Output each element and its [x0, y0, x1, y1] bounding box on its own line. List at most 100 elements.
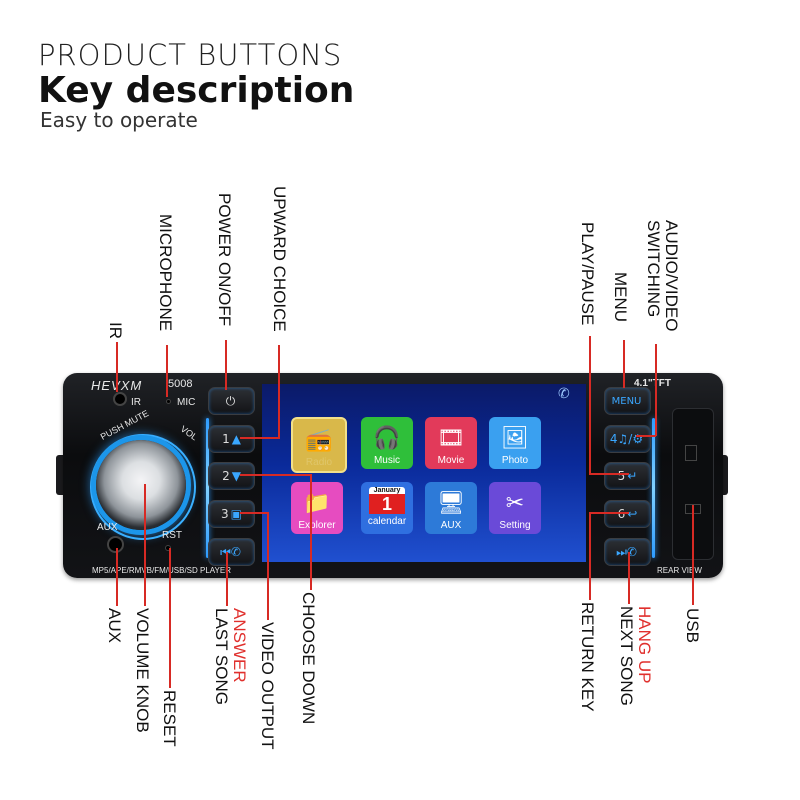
- right-blue-edge: [652, 418, 655, 558]
- pointer-down-v: [310, 474, 312, 590]
- app-photo[interactable]: 🖼Photo: [489, 417, 541, 469]
- left-mount-tab: [56, 455, 66, 495]
- app-calendar-label: calendar: [367, 516, 407, 527]
- calendar-day: 1: [369, 494, 405, 514]
- enter-icon: ↵: [627, 469, 638, 483]
- app-explorer[interactable]: 📁 Explorer: [291, 482, 343, 534]
- power-icon: ⏻: [225, 393, 236, 408]
- pointer-aux: [116, 548, 118, 606]
- film-reel-icon: 🎞: [437, 425, 465, 450]
- label-play-pause: PLAY/PAUSE: [578, 222, 597, 326]
- label-next-song: NEXT SONG: [617, 606, 636, 706]
- pointer-down-h: [240, 474, 312, 476]
- app-calendar[interactable]: January 1 calendar: [361, 482, 413, 534]
- pointer-upward-v: [278, 345, 280, 438]
- button-3-label: 3: [221, 507, 229, 521]
- power-button[interactable]: ⏻: [208, 387, 255, 415]
- pointer-return-h: [589, 512, 629, 514]
- aux-port[interactable]: [107, 536, 124, 553]
- pointer-power: [225, 340, 227, 390]
- aux-icon: 🖥: [437, 490, 465, 515]
- pointer-upward-h: [240, 437, 280, 439]
- button-5-play[interactable]: 5↵: [604, 462, 651, 490]
- radio-icon: 📻: [305, 427, 333, 452]
- pointer-return-v: [589, 512, 591, 600]
- label-answer: ANSWER: [230, 608, 249, 683]
- photo-icon: 🖼: [501, 425, 529, 450]
- folder-icon: 📁: [303, 490, 331, 515]
- app-movie-label: Movie: [437, 455, 465, 466]
- return-icon: ↩: [627, 507, 638, 521]
- label-usb: USB: [683, 608, 702, 643]
- formats-text: MP5/APE/RMVB/FM/USB/SD PLAYER: [92, 566, 231, 575]
- app-setting[interactable]: ✂Setting: [489, 482, 541, 534]
- ir-text: IR: [131, 397, 141, 408]
- app-setting-label: Setting: [499, 520, 531, 531]
- rear-view-text: REAR VIEW: [657, 566, 702, 575]
- pointer-video-v: [267, 512, 269, 620]
- app-music-label: Music: [373, 455, 401, 466]
- label-volume-knob: VOLUME KNOB: [133, 608, 152, 733]
- label-reset: RESET: [160, 690, 179, 747]
- mic-hole: [166, 399, 171, 404]
- app-aux[interactable]: 🖥 AUX: [425, 482, 477, 534]
- button-2-down[interactable]: 2▼: [208, 462, 255, 490]
- hangup-next-button[interactable]: ⏭✆: [604, 538, 651, 566]
- pointer-av-v: [655, 344, 657, 436]
- label-av-line1: AUDIO/VIDEO: [662, 220, 681, 332]
- label-av-line2: SWITCHING: [644, 220, 663, 318]
- av-switch-button[interactable]: 4♫/⚙: [604, 425, 651, 453]
- ir-sensor: [113, 392, 127, 406]
- pointer-answer: [226, 552, 228, 606]
- pointer-mic: [166, 345, 168, 397]
- button-3-video[interactable]: 3▣: [208, 500, 255, 528]
- pointer-usb: [692, 505, 694, 605]
- button-1-label: 1: [222, 432, 230, 446]
- prev-track-icon: ⏮✆: [220, 544, 241, 559]
- menu-button-label: MENU: [611, 395, 642, 407]
- label-upward-choice: UPWARD CHOICE: [270, 186, 289, 332]
- answer-prev-button[interactable]: ⏮✆: [208, 538, 255, 566]
- app-radio[interactable]: 📻 Radio: [291, 417, 347, 473]
- label-last-song: LAST SONG: [212, 608, 231, 705]
- label-microphone: MICROPHONE: [156, 214, 175, 332]
- label-power: POWER ON/OFF: [215, 193, 234, 327]
- app-explorer-label: Explorer: [298, 520, 336, 531]
- next-track-icon: ⏭✆: [616, 544, 637, 559]
- button-1-up[interactable]: 1▲: [208, 425, 255, 453]
- app-aux-label: AUX: [440, 520, 462, 531]
- pointer-volume: [144, 484, 146, 606]
- av-switch-icon: 4♫/⚙: [609, 432, 644, 446]
- mic-text: MIC: [177, 397, 196, 408]
- left-blue-edge: [206, 418, 209, 558]
- rst-text: RST: [162, 530, 182, 541]
- volume-knob-ring: [90, 434, 196, 540]
- video-out-icon: ▣: [230, 507, 242, 521]
- title-product-buttons: PRODUCT BUTTONS: [38, 38, 343, 72]
- label-video-output: VIDEO OUTPUT: [258, 622, 277, 750]
- triangle-up-icon: ▲: [231, 432, 241, 446]
- model-number: 5008: [168, 378, 193, 390]
- label-choose-down: CHOOSE DOWN: [299, 592, 318, 725]
- app-movie[interactable]: 🎞 Movie: [425, 417, 477, 469]
- app-music[interactable]: 🎧Music: [361, 417, 413, 469]
- app-radio-label: Radio: [305, 457, 333, 468]
- pointer-hangup: [628, 552, 630, 604]
- label-return-key: RETURN KEY: [578, 602, 597, 712]
- calendar-month: January: [373, 487, 401, 494]
- right-mount-tab: [718, 455, 728, 495]
- label-aux: AUX: [105, 608, 124, 643]
- button-2-label: 2: [222, 469, 230, 483]
- pointer-ir: [116, 342, 118, 392]
- title-key-description: Key description: [38, 70, 355, 111]
- aux-text: AUX: [97, 522, 118, 533]
- pointer-menu: [623, 340, 625, 388]
- menu-button[interactable]: MENU: [604, 387, 651, 415]
- button-6-return[interactable]: 6↩: [604, 500, 651, 528]
- volume-knob[interactable]: [96, 440, 186, 530]
- subtitle-easy-to-operate: Easy to operate: [40, 108, 198, 132]
- pointer-play-h: [589, 473, 629, 475]
